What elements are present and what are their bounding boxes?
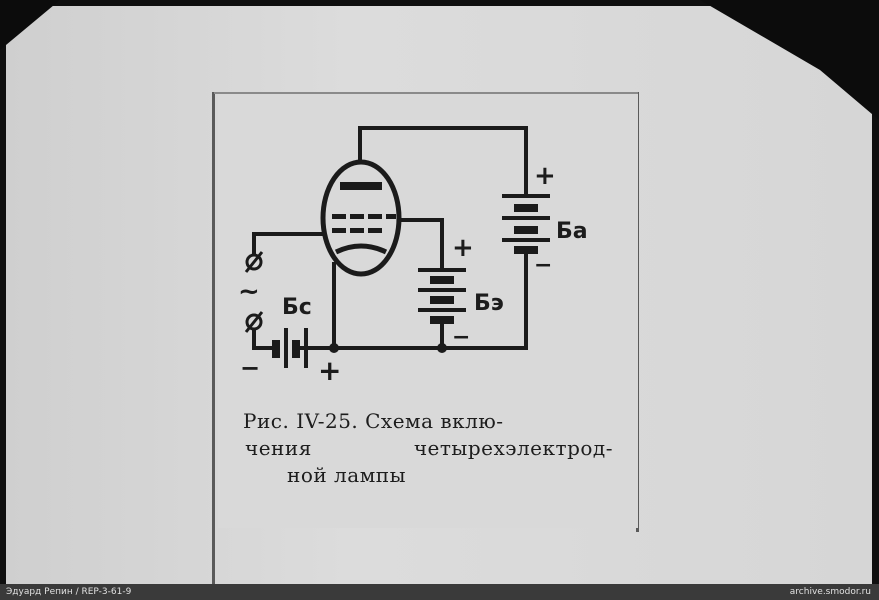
tube-grids — [332, 214, 396, 233]
corner-shadows — [0, 0, 879, 584]
label-be: Бэ — [474, 291, 504, 316]
caption-line-3: ной лампы — [287, 463, 406, 487]
archive-footer: Эдуард Репин / REP-3-61-9 archive.smodor… — [0, 584, 879, 600]
caption-line-2: чения четырехэлектрод- — [243, 435, 613, 462]
page-edge-left — [212, 92, 215, 584]
ba-plus: + — [534, 161, 556, 191]
bc-plus: + — [318, 354, 341, 387]
be-plus: + — [452, 233, 474, 263]
label-bc: Бс — [282, 295, 312, 320]
battery-bc — [272, 328, 308, 368]
anode-plate — [340, 182, 382, 190]
caption-line-1: Рис. IV-25. Схема вклю- — [243, 409, 504, 433]
caption-line-2a: чения — [245, 436, 312, 460]
plate-top-edge — [214, 92, 638, 94]
footer-credit: Эдуард Репин / REP-3-61-9 — [6, 587, 132, 597]
circuit-diagram: Ба Бэ Бс + − + − ~ − + — [238, 126, 588, 387]
junction-dot — [437, 343, 447, 353]
input-terminal-top — [244, 251, 264, 273]
junction-dot — [329, 343, 339, 353]
film-frame: Ба Бэ Бс + − + − ~ − + Рис. IV-25. Схема… — [0, 0, 879, 584]
cathode — [334, 243, 388, 255]
footer-site: archive.smodor.ru — [789, 587, 871, 597]
be-minus: − — [452, 325, 470, 350]
battery-be — [418, 268, 466, 324]
ac-symbol: ~ — [238, 277, 260, 307]
input-terminal-bottom — [244, 311, 264, 333]
label-ba: Ба — [556, 219, 588, 244]
caption-line-2b: четырехэлектрод- — [413, 436, 613, 460]
figure-caption: Рис. IV-25. Схема вклю- чения четырехэле… — [243, 408, 623, 489]
ba-minus: − — [534, 253, 552, 278]
bc-minus: − — [240, 354, 260, 382]
battery-ba — [502, 194, 550, 254]
